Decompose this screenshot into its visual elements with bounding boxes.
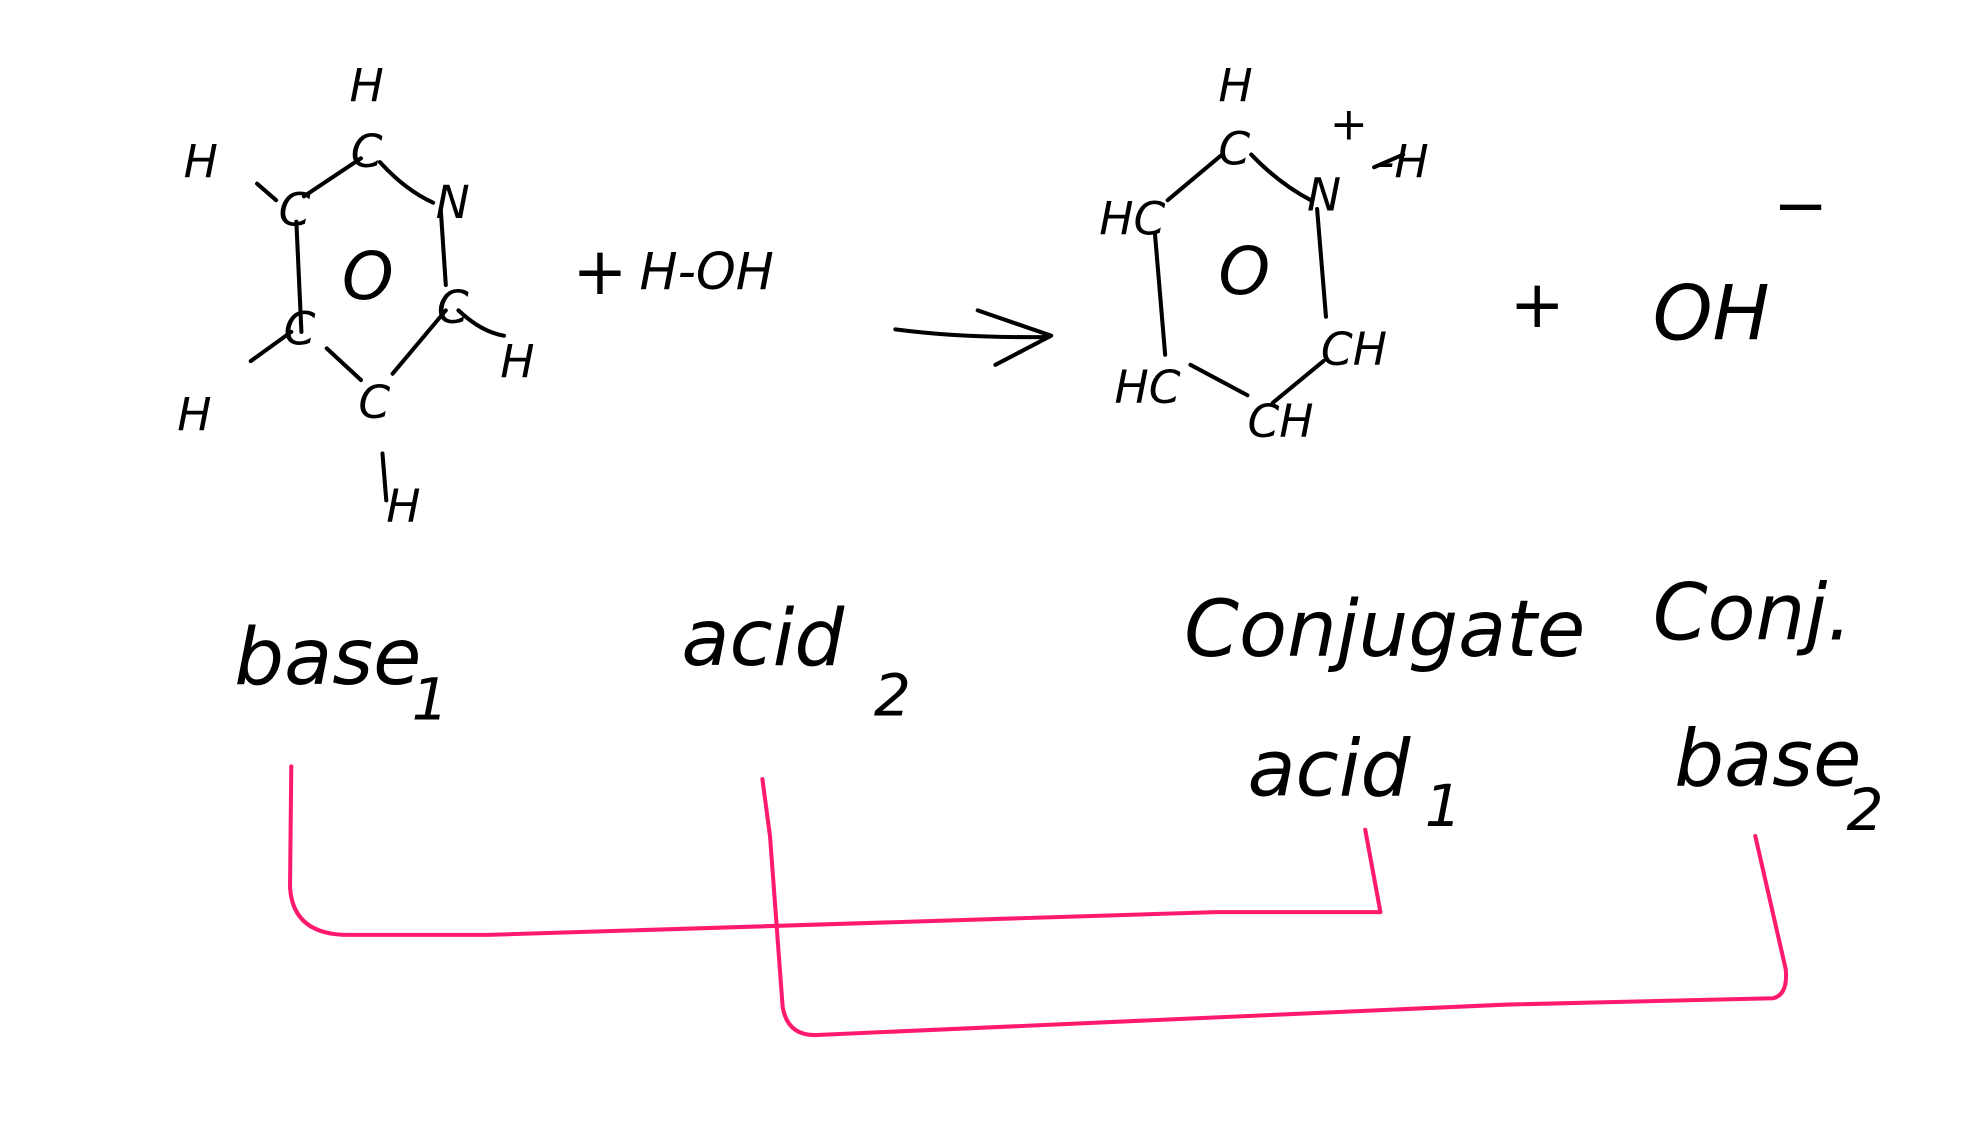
atom-c-top: C [351,125,383,178]
atom-c-lower-left: C [284,303,316,356]
label-acid2: acid [681,592,845,684]
pyridine-ring-bonds [294,156,448,383]
atom-n: N [1307,168,1341,221]
atom-ch-bottom: CH [1247,395,1313,448]
atom-n: N [436,176,470,229]
pyridinium-ring-bonds [1152,152,1406,405]
positive-charge: + [1330,97,1368,150]
aromatic-ring-circle: O [342,238,394,315]
label-base1-subscript: 1 [412,666,449,734]
plus-sign: + [572,233,627,310]
atom-c-top: C [1218,123,1250,176]
conjugate-pair-bracket-2 [760,777,1789,1038]
atom-nh: -H [1378,135,1429,188]
conjugate-pair-bracket-1 [287,764,1383,937]
atom-ch-right: CH [1321,323,1387,376]
label-acid2-subscript: 2 [874,662,911,730]
negative-charge: − [1773,167,1828,244]
aromatic-ring-circle: O [1218,233,1270,310]
atom-c-bottom: C [358,376,390,429]
label-base1: base [234,611,421,703]
atom-c-right: C [437,281,469,334]
atom-c-upper-left: C [279,183,311,236]
atom-hc-lower: HC [1114,361,1180,414]
label-base2: base [1674,712,1861,804]
atom-h-upper-left: H [184,135,218,188]
hydroxide-formula: OH [1653,268,1770,357]
label-conjugate: Conjugate [1184,583,1585,675]
atom-h-top: H [350,59,384,112]
atom-h-top: H [1218,59,1252,112]
label-base2-subscript: 2 [1846,776,1883,844]
atom-h-bottom: H [386,480,420,533]
water-formula: H-OH [640,242,774,301]
plus-sign: + [1510,266,1565,343]
atom-h-lower-left: H [177,389,211,442]
reaction-arrow [893,308,1054,367]
pyridine-molecule: H C N H C C C H C H H O [177,59,534,533]
label-acid1: acid [1247,723,1411,815]
pyridine-h-bonds [248,181,507,503]
atom-hc-upper: HC [1099,192,1165,245]
pyridinium-molecule: H C + N -H HC CH HC CH O [1099,59,1428,448]
label-acid1-subscript: 1 [1425,772,1462,840]
atom-h-right: H [500,336,534,389]
label-conj: Conj. [1653,567,1852,659]
